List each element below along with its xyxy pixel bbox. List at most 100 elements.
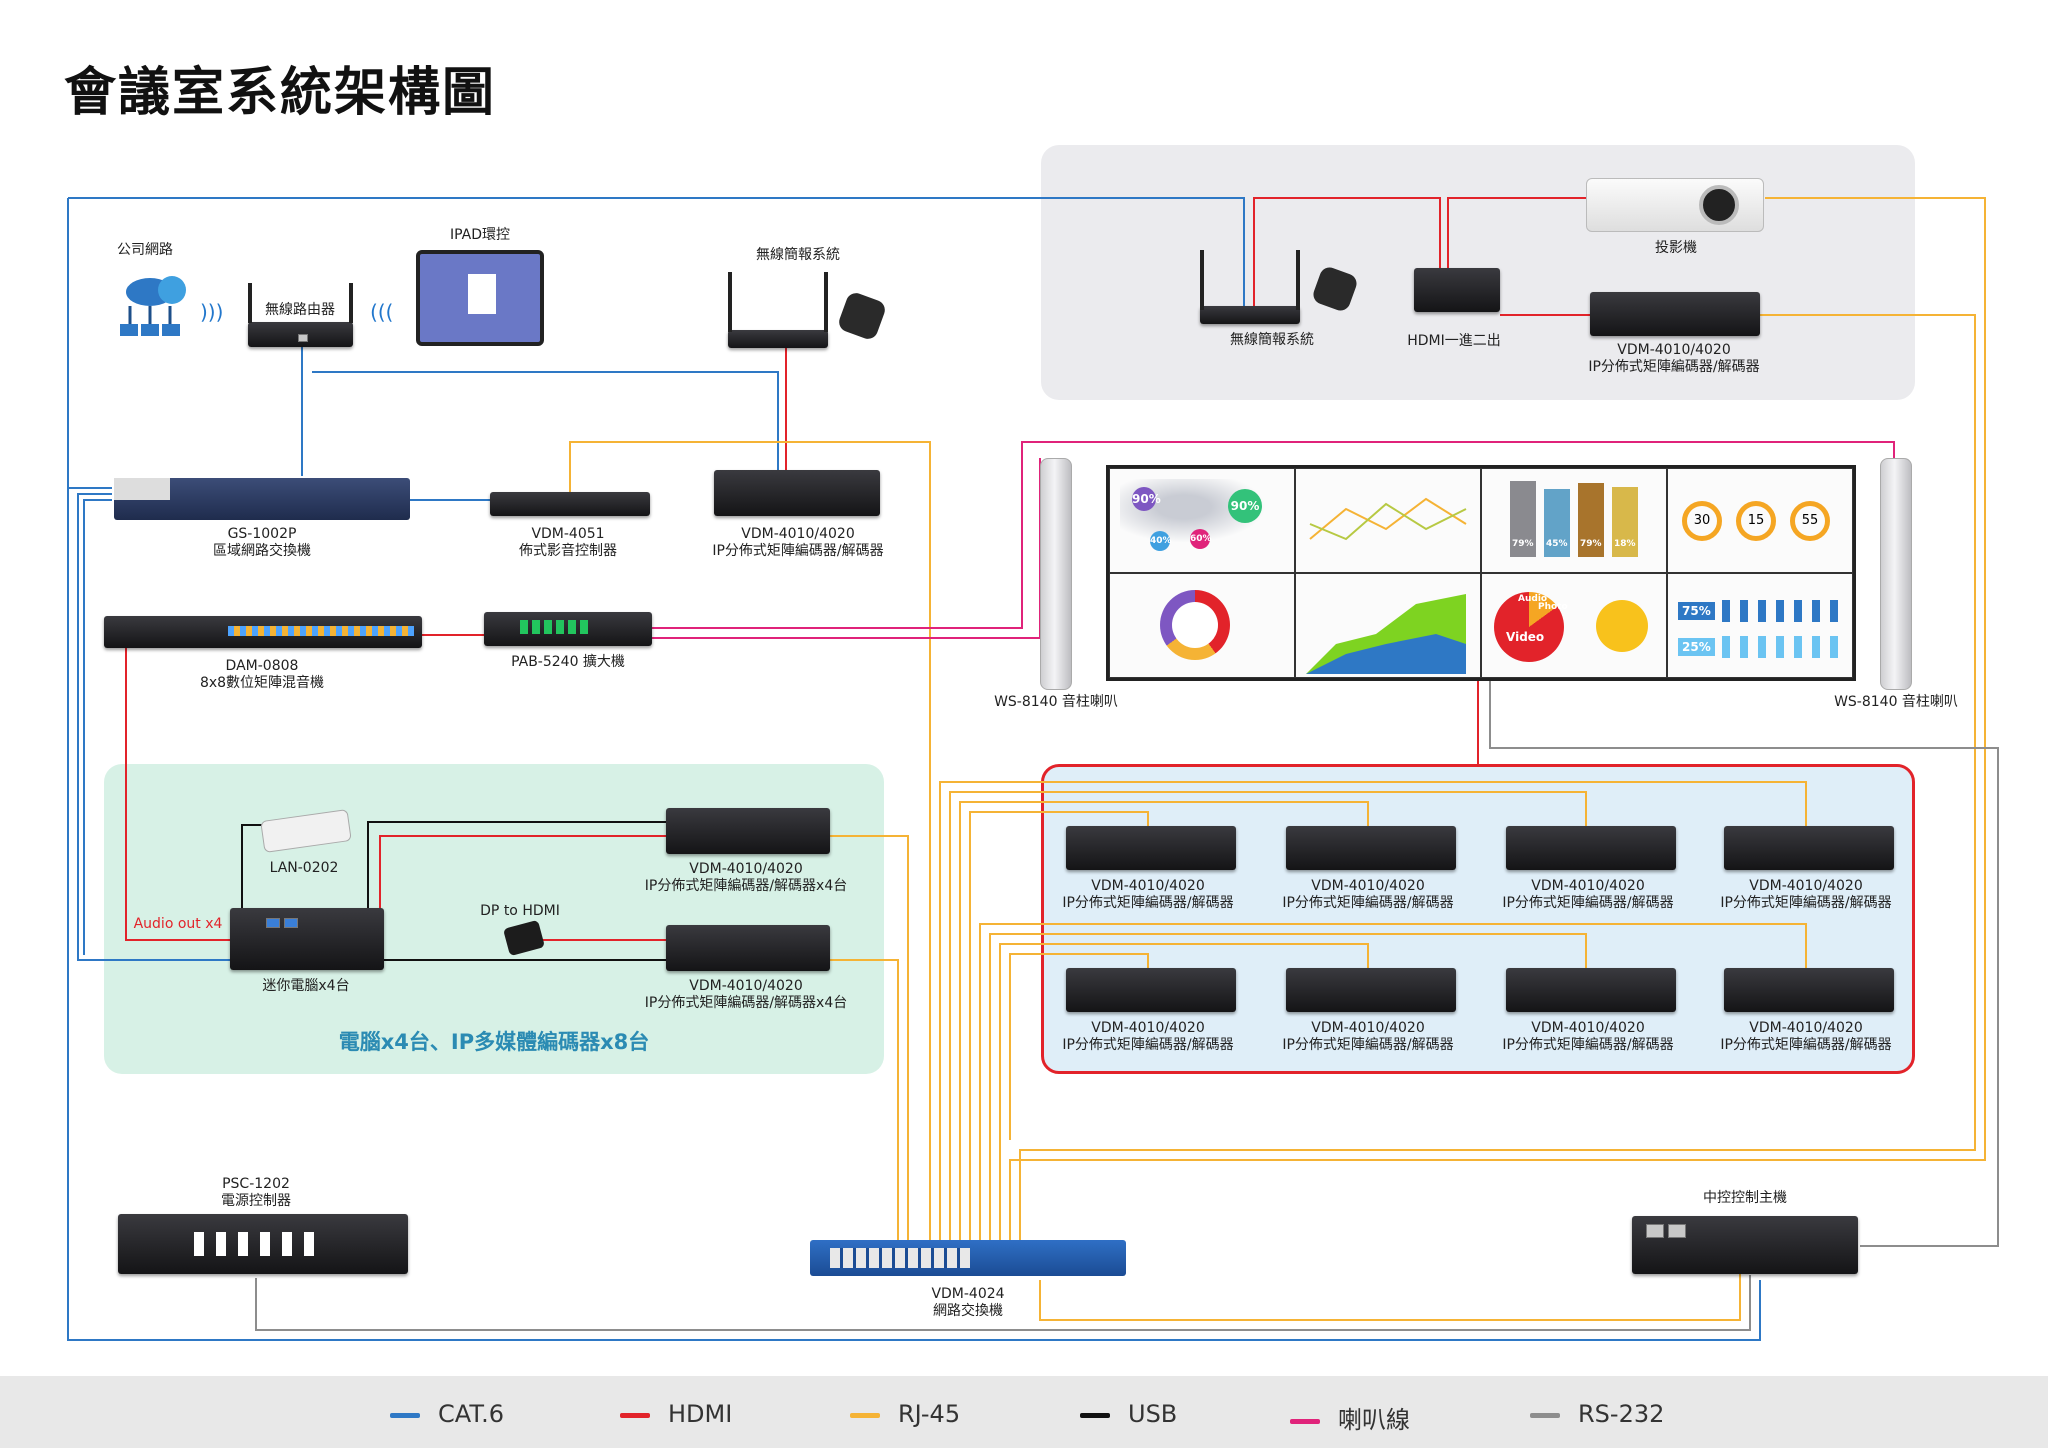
display-pie-chart: Audio Photo Video xyxy=(1481,573,1667,678)
wireless-presentation-box-right xyxy=(1200,306,1300,324)
router-antenna-icon xyxy=(1296,250,1300,310)
legend-label: USB xyxy=(1128,1400,1178,1428)
pct-badge: 75% xyxy=(1678,602,1715,620)
pie-label: Audio xyxy=(1518,594,1548,604)
display-area-chart xyxy=(1295,573,1481,678)
decoder-zone xyxy=(1041,764,1915,1074)
decoder-unit xyxy=(1066,826,1236,870)
decoder-unit xyxy=(1286,826,1456,870)
central-control-label: 中控控制主機 xyxy=(1703,1190,1787,1206)
pab-label: PAB-5240 擴大機 xyxy=(511,654,625,670)
psc-1202-power-controller xyxy=(118,1214,408,1274)
projector-device xyxy=(1586,178,1764,232)
mini-pc xyxy=(230,908,384,970)
legend-item: HDMI xyxy=(620,1400,732,1428)
legend-swatch xyxy=(850,1412,880,1418)
display-donut-chart xyxy=(1109,573,1295,678)
speaker-right-label: WS-8140 音柱喇叭 xyxy=(1834,694,1958,710)
router-antenna-icon xyxy=(824,272,828,332)
display-line-chart xyxy=(1295,468,1481,573)
mini-pc-label: 迷你電腦x4台 xyxy=(262,978,350,994)
wifi-router xyxy=(248,322,353,347)
page-title: 會議室系統架構圖 xyxy=(64,63,497,123)
router-antenna-icon xyxy=(248,283,252,323)
dp-hdmi-label: DP to HDMI xyxy=(480,903,560,919)
wifi-signal-icon: ))) xyxy=(200,300,224,324)
legend-item: USB xyxy=(1080,1400,1177,1428)
gauge: 55 xyxy=(1790,501,1830,541)
legend-swatch xyxy=(1530,1412,1560,1418)
vdm-4024-switch xyxy=(810,1240,1126,1276)
legend-label: RJ-45 xyxy=(898,1400,961,1428)
projector-label: 投影機 xyxy=(1655,240,1697,256)
bar-label: 45% xyxy=(1546,539,1568,549)
legend-label: 喇叭線 xyxy=(1338,1406,1410,1434)
dam-0808-mixer xyxy=(104,616,422,648)
gauge: 15 xyxy=(1736,501,1776,541)
router-antenna-icon xyxy=(349,283,353,323)
display-gauges: 30 15 55 xyxy=(1667,468,1853,573)
hdmi-splitter-label: HDMI一進二出 xyxy=(1407,333,1501,349)
vdm-mid-unit xyxy=(714,470,880,516)
video-wall-display: 90% 90% 60% 40% 79% 45% 79% 18% 30 15 55… xyxy=(1106,465,1856,681)
central-control-host xyxy=(1632,1216,1858,1274)
gs-1002p-switch xyxy=(114,478,410,520)
pct-badge: 25% xyxy=(1678,638,1715,656)
router-antenna-icon xyxy=(728,272,732,332)
wifi-router-label: 無線路由器 xyxy=(265,302,335,318)
rj45-wires xyxy=(569,197,1986,1321)
usb-wires xyxy=(241,821,668,961)
rs232-wires xyxy=(255,678,1999,1331)
company-network-label: 公司網路 xyxy=(117,242,173,258)
legend-item: CAT.6 xyxy=(390,1400,504,1428)
map-badge: 60% xyxy=(1190,529,1212,549)
legend-swatch xyxy=(390,1412,420,1418)
vdm-top-unit xyxy=(1590,292,1760,336)
pie-label: Video xyxy=(1506,630,1545,644)
ipad-device xyxy=(416,250,544,346)
cloud-network-icon xyxy=(110,268,190,348)
bar-label: 79% xyxy=(1512,539,1534,549)
map-badge: 90% xyxy=(1132,487,1161,511)
wireless-presentation-right-label: 無線簡報系統 xyxy=(1230,332,1314,348)
wireless-presentation-box xyxy=(728,330,828,348)
lan-label: LAN-0202 xyxy=(269,860,339,876)
hdmi-splitter xyxy=(1414,268,1500,312)
legend-swatch xyxy=(1080,1412,1110,1418)
encoder-unit-1 xyxy=(666,808,830,854)
legend-label: RS-232 xyxy=(1578,1400,1665,1428)
decoder-unit xyxy=(1506,968,1676,1012)
pc-zone-caption: 電腦x4台、IP多媒體編碼器x8台 xyxy=(338,1030,650,1054)
ipad-label: IPAD環控 xyxy=(449,227,511,243)
map-badge: 90% xyxy=(1228,489,1262,523)
wifi-signal-icon: ))) xyxy=(370,300,394,324)
column-speaker-left xyxy=(1040,458,1072,690)
column-speaker-right xyxy=(1880,458,1912,690)
encoder-unit-2 xyxy=(666,925,830,971)
wireless-presentation-label: 無線簡報系統 xyxy=(756,247,840,263)
legend-label: HDMI xyxy=(668,1400,733,1428)
legend: CAT.6 HDMI RJ-45 USB 喇叭線 RS-232 xyxy=(0,1376,2048,1448)
audio-out-label: Audio out x4 xyxy=(133,916,223,932)
display-world-map: 90% 90% 60% 40% xyxy=(1109,468,1295,573)
decoder-unit xyxy=(1506,826,1676,870)
router-antenna-icon xyxy=(1200,250,1204,310)
gauge: 30 xyxy=(1682,501,1722,541)
decoder-unit xyxy=(1724,826,1894,870)
pab-5240-amplifier xyxy=(484,612,652,646)
bar-label: 79% xyxy=(1580,539,1602,549)
